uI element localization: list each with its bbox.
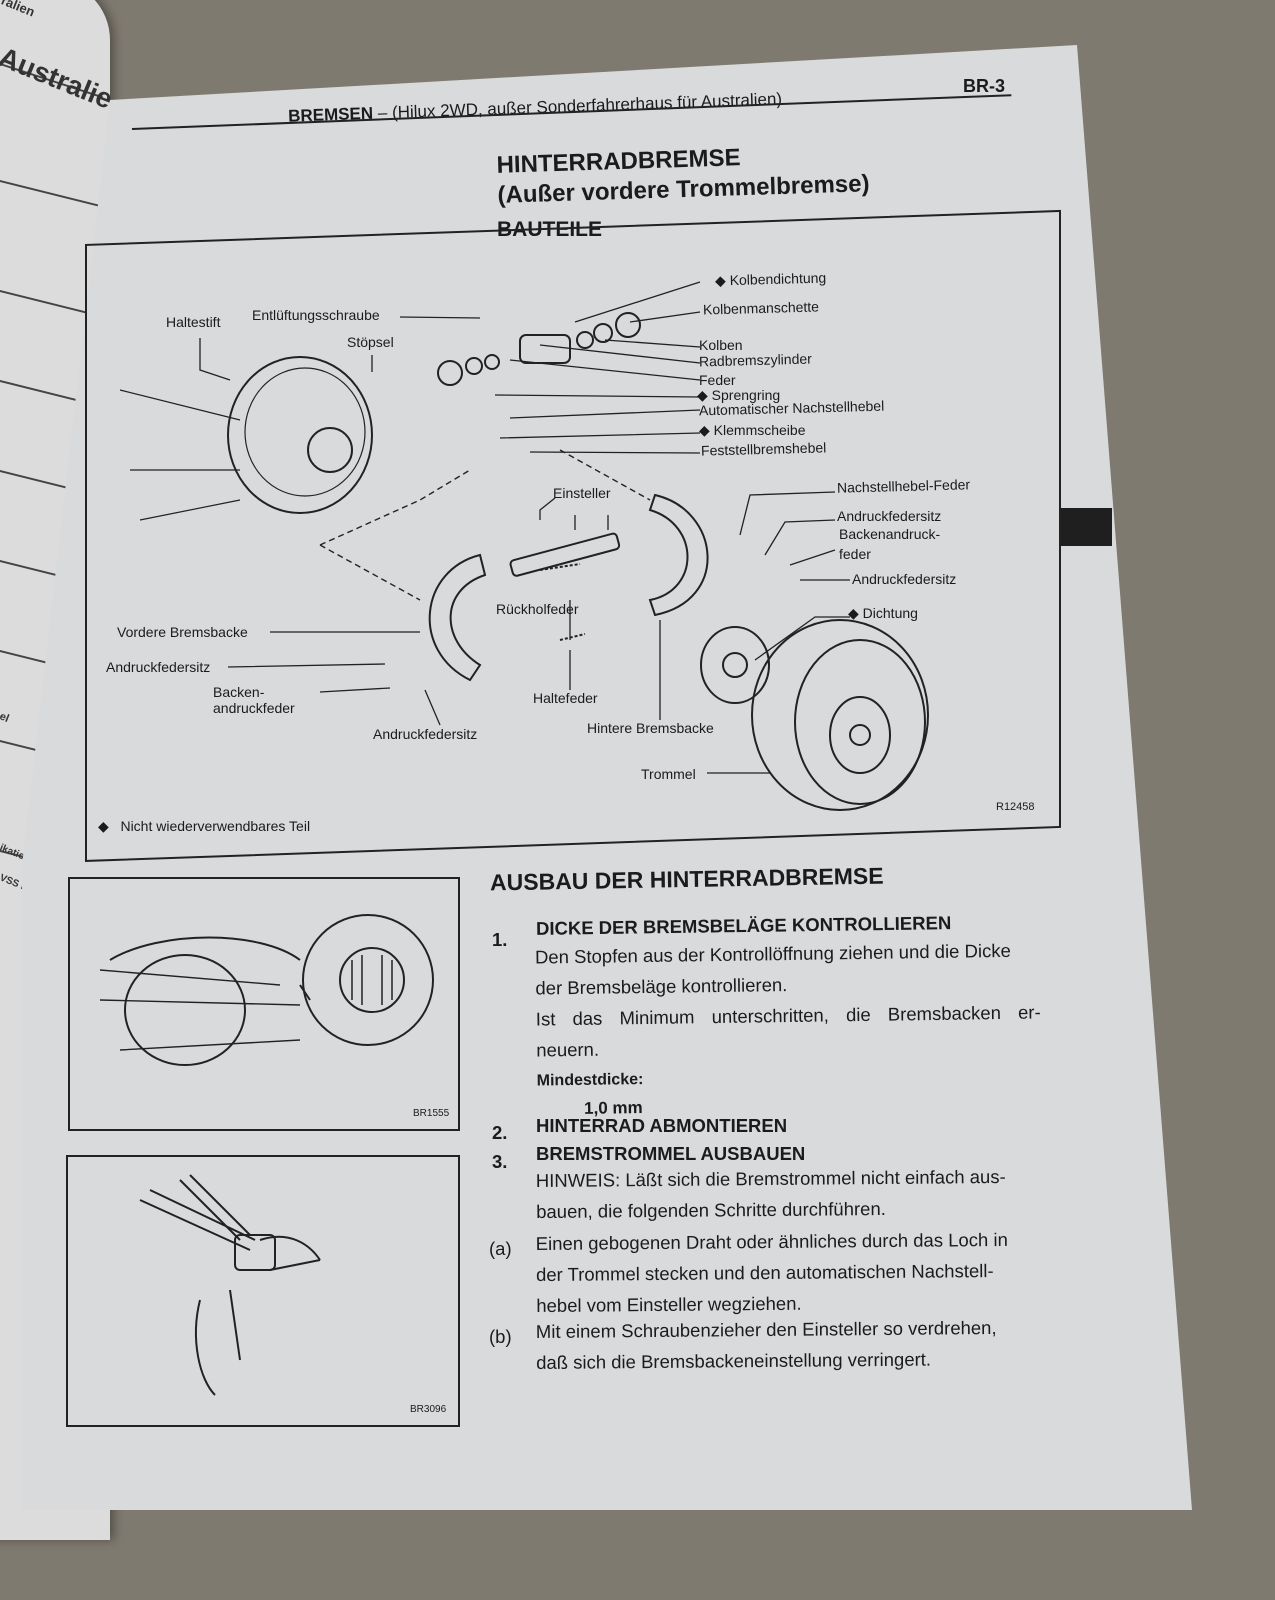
step-number: 1. [492,929,508,950]
part-label: Sprengring [711,387,781,403]
note-line: HINWEIS: Läßt sich die Bremstrommel nich… [535,1165,1006,1192]
step-1-body: Den Stopfen aus der Kontrollöffnung zieh… [535,934,1042,1122]
part-label: Entlüftungsschraube [252,307,380,323]
part-label: Einsteller [553,485,611,501]
body-line: daß sich die Bremsbackeneinstellung verr… [536,1348,932,1374]
figure-code: BR1555 [413,1108,450,1119]
part-label: Backen- [213,684,265,700]
part-label: feder [839,546,871,562]
part-label: Andruckfedersitz [852,571,957,587]
label-dichtung: ◆ Dichtung [848,605,918,621]
part-label: Backenandruck- [839,526,941,542]
step-number: 3. [492,1151,508,1172]
non-reusable-marker: ◆ [848,605,859,621]
legend-text: Nicht wiederverwendbares Teil [120,818,311,834]
non-reusable-marker: ◆ [697,387,708,403]
legend: ◆ Nicht wiederverwendbares Teil [98,818,310,834]
part-label: Rückholfeder [496,601,579,617]
part-label: Klemmscheibe [713,422,806,438]
backing-plate [119,356,373,521]
substep-b: Mit einem Schraubenzieher den Einsteller… [536,1312,997,1378]
figure-inspection-hole [68,877,460,1131]
label-sprengring: ◆ Sprengring [697,387,780,403]
non-reusable-marker: ◆ [98,818,109,834]
page-number: BR-3 [963,76,1006,96]
part-label: Vordere Bremsbacke [117,624,248,640]
figure-adjuster [66,1155,460,1427]
part-label: Stöpsel [347,334,394,350]
non-reusable-marker: ◆ [699,422,710,438]
step-number: 2. [492,1122,508,1143]
part-label: Hintere Bremsbacke [587,720,714,736]
note-line: bauen, die folgenden Schritte durchführe… [536,1197,886,1223]
body-line: Mit einem Schraubenzieher den Einsteller… [535,1316,997,1343]
substep-mark: (a) [489,1238,512,1259]
step-title: BREMSTROMMEL AUSBAUEN [536,1143,806,1164]
substep-a: Einen gebogenen Draht oder ähnliches dur… [536,1224,1009,1321]
step-title: HINTERRAD ABMONTIEREN [536,1115,788,1136]
part-label: Haltefeder [533,690,598,706]
part-label: Andruckfedersitz [106,659,211,675]
label-klemmscheibe: ◆ Klemmscheibe [699,422,806,438]
part-label: andruckfeder [213,700,295,716]
brake-shoes [428,493,709,682]
part-label: Haltestift [166,314,221,330]
figure-code: BR3096 [410,1404,447,1415]
leader-lines [199,281,850,774]
body-line: der Trommel stecken und den automatische… [535,1260,994,1286]
wheel-cylinder [437,312,641,386]
part-label: Andruckfedersitz [373,726,478,742]
figure-code: R12458 [996,801,1035,813]
manual-page [22,45,1192,1510]
subsection-title: BAUTEILE [497,218,602,241]
part-label: Andruckfedersitz [837,508,942,524]
body-line: Einen gebogenen Draht oder ähnliches dur… [535,1228,1008,1255]
part-label: Dichtung [862,605,918,621]
part-label: Trommel [641,766,696,782]
brake-drum [700,619,929,811]
step-3-note: HINWEIS: Läßt sich die Bremstrommel nich… [536,1161,1006,1227]
section-thumb-tab [1060,508,1112,546]
substep-mark: (b) [489,1326,512,1347]
assembly-lines [319,449,651,601]
part-label: Feder [699,372,736,388]
part-label: Kolben [699,337,743,353]
